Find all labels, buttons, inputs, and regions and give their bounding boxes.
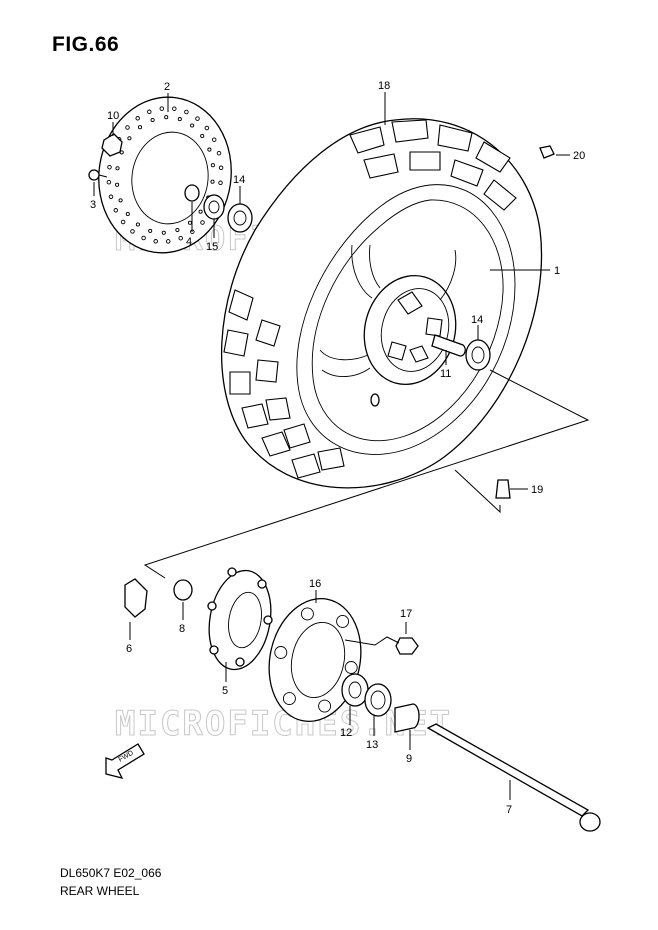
valve-19 [495,479,511,499]
disc-holes-22 [184,109,189,115]
cush-damper-6 [124,578,148,618]
disc-holes-20 [159,106,165,111]
axle-7 [426,723,601,832]
disc-holes-23 [195,116,200,121]
callout-12: 12 [340,727,352,739]
figure-title: FIG.66 [52,33,120,56]
exploded-line-2 [454,469,501,514]
forward-arrow: FWD [105,743,145,779]
callout-18: 18 [378,80,390,92]
clip-20 [539,145,555,159]
disc-holes-17 [177,117,182,122]
callout-11: 11 [440,368,451,380]
callout-2: 2 [164,81,170,93]
sprocket-holes-4 [300,607,314,621]
callout-1: 1 [554,265,560,277]
diagram-code: DL650K7 E02_066 [60,866,162,880]
disc-holes-13 [106,179,112,185]
spacer-9 [394,703,420,733]
disc-holes-9 [118,198,123,203]
disc-holes-10 [120,219,126,225]
disc-holes-5 [178,235,183,241]
bearing-14-left [227,203,253,233]
rear-sprocket-16 [268,597,362,723]
disc-holes-17 [125,125,130,130]
diagram-name: REAR WHEEL [60,884,140,898]
disc-holes-4 [175,227,180,233]
disc-holes-10 [115,182,120,187]
disc-holes-20 [207,147,212,152]
callout-19: 19 [531,484,543,496]
disc-holes-25 [211,137,217,142]
exploded-line-1 [143,369,590,579]
disc-holes-6 [148,228,153,233]
callout-14-left: 14 [233,174,245,186]
disc-holes-18 [190,123,195,128]
callout-6: 6 [126,643,132,655]
screw-3 [88,169,108,181]
disc-holes-2 [198,209,203,214]
disc-holes-0 [210,179,215,184]
disc-holes-21 [210,163,215,168]
callout-16: 16 [309,578,321,590]
disc-holes-7 [135,222,140,227]
disc-holes-26 [216,150,222,156]
sprocket-holes-3 [274,646,288,659]
oil-seal-13 [364,683,392,717]
bearing-14-right [465,339,491,371]
oil-seal-15 [203,194,225,220]
disc-holes-11 [115,166,120,171]
disc-holes-19 [200,133,205,139]
sprocket-bolt-leader [344,636,400,646]
callout-13: 13 [366,739,378,751]
callout-17: 17 [400,608,412,620]
sprocket-holes-5 [336,614,350,628]
disc-holes-15 [150,117,155,123]
tire-wheel-assembly [220,118,543,489]
callout-8: 8 [179,623,185,635]
callout-14-right: 14 [471,314,483,326]
sprocket-holes-0 [344,661,358,674]
axle-spacer-11 [431,334,466,357]
disc-holes-0 [218,180,223,186]
disc-holes-7 [153,239,158,244]
spacer-4 [184,184,200,202]
bearing-12 [341,673,369,707]
sprocket-carrier-5 [207,567,273,671]
callout-10: 10 [107,110,119,122]
callout-4: 4 [186,236,192,248]
bolt-10 [101,133,123,157]
disc-holes-16 [164,115,169,120]
callout-15: 15 [206,241,218,253]
callout-9: 9 [406,753,412,765]
disc-holes-3 [200,220,205,225]
callouts: 2 10 3 4 15 14 18 20 1 14 11 19 16 17 8 … [90,80,585,816]
disc-holes-9 [130,229,135,234]
disc-holes-8 [141,235,146,241]
callout-5: 5 [222,685,228,697]
disc-holes-24 [204,125,210,131]
disc-holes-21 [172,106,177,111]
nut-17 [395,637,419,655]
disc-holes-6 [165,239,171,244]
sprocket-holes-2 [282,692,296,706]
disc-holes-5 [161,230,166,235]
callout-7: 7 [506,804,512,816]
disc-holes-8 [125,211,130,217]
disc-holes-18 [135,116,140,121]
callout-3: 3 [90,199,96,211]
disc-holes-13 [127,136,132,141]
disc-holes-11 [113,208,119,213]
disc-holes-12 [108,194,114,200]
disc-holes-27 [218,165,224,171]
bearing-8 [173,579,193,601]
disc-holes-14 [107,164,112,170]
disc-holes-19 [147,109,152,115]
callout-20: 20 [573,150,585,162]
disc-holes-14 [137,125,143,130]
sprocket-holes-1 [318,699,332,713]
